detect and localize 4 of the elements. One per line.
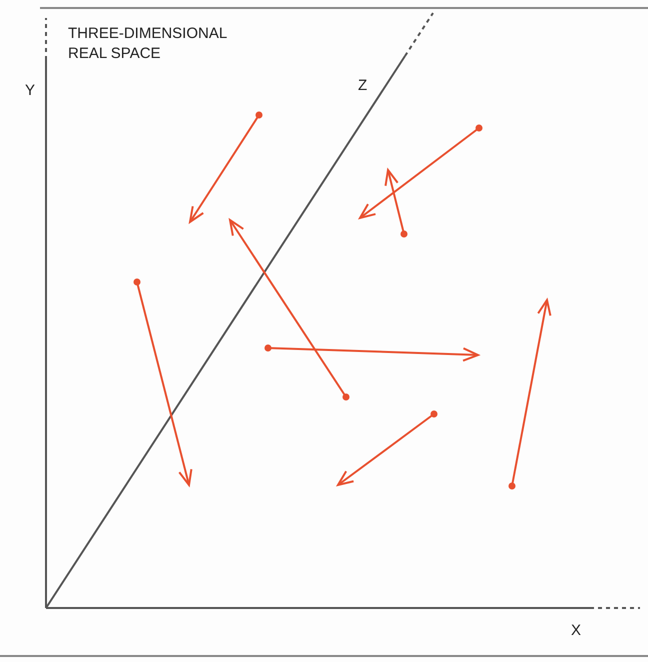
axis-label: Y [25,82,36,100]
diagram-title: THREE-DIMENSIONAL REAL SPACE [68,24,228,64]
axis-label: Z [358,77,368,95]
axis-label: X [571,622,582,640]
